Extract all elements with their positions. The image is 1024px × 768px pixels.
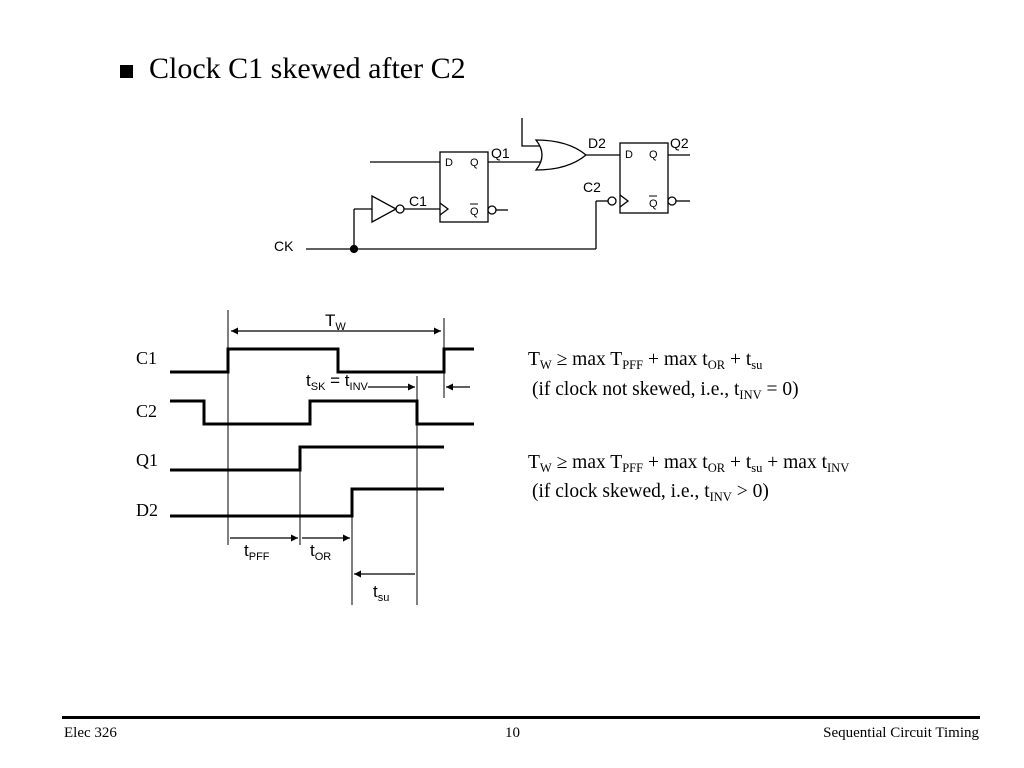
d2-label: D2: [588, 135, 606, 151]
ff2-qbar-bubble: [667, 196, 677, 206]
c2-label: C2: [583, 179, 601, 195]
signal-label-c1: C1: [136, 348, 157, 368]
note-unskewed: (if clock not skewed, i.e., tINV = 0): [532, 379, 799, 402]
timing-diagram: C1 C2 Q1 D2: [136, 310, 474, 605]
footer-page-number: 10: [505, 725, 520, 741]
ff2-qbar-label: Q: [649, 198, 658, 210]
waveform-c2: [170, 399, 474, 426]
title-row: Clock C1 skewed after C2: [120, 52, 466, 86]
ff2-clock-bubble: [607, 196, 617, 206]
slide-title: Clock C1 skewed after C2: [149, 52, 466, 85]
bullet-square-icon: [120, 64, 133, 78]
signal-label-c2: C2: [136, 401, 157, 421]
footer-divider: [62, 716, 980, 719]
equation-unskewed: TW ≥ max TPFF + max tOR + tsu: [528, 349, 763, 372]
ff1-q-label: Q: [470, 157, 479, 169]
ff1-clock-triangle: [439, 202, 450, 216]
note-skewed: (if clock skewed, i.e., tINV > 0): [532, 481, 769, 504]
footer-course: Elec 326: [64, 725, 117, 741]
waveform-d2: [170, 487, 444, 518]
tor-label: tOR: [310, 541, 331, 563]
footer-topic: Sequential Circuit Timing: [823, 725, 979, 741]
tpff-label: tPFF: [244, 541, 270, 563]
ff1-d-label: D: [445, 157, 453, 169]
circuit-diagram: [306, 118, 690, 254]
ck-label: CK: [274, 238, 294, 254]
or-input-wire: [521, 118, 540, 147]
inverter-gate: [371, 194, 398, 224]
tw-label: TW: [325, 311, 346, 333]
waveform-c1: [170, 347, 474, 374]
flipflop-1: [439, 151, 489, 223]
flipflop-2: [619, 142, 669, 214]
c1-label: C1: [409, 193, 427, 209]
q1-label: Q1: [491, 145, 510, 161]
ff2-d-label: D: [625, 149, 633, 161]
waveform-q1: [170, 445, 444, 472]
inverter-bubble: [395, 204, 405, 214]
ff2-q-label: Q: [649, 149, 658, 161]
ff1-qbar-label: Q: [470, 206, 479, 218]
ff1-qbar-bubble: [487, 205, 497, 215]
q2-label: Q2: [670, 135, 689, 151]
signal-label-q1: Q1: [136, 450, 158, 470]
ff2-clock-triangle: [619, 194, 630, 208]
signal-label-d2: D2: [136, 500, 158, 520]
equation-skewed: TW ≥ max TPFF + max tOR + tsu + max tINV: [528, 452, 850, 475]
circuit-labels: CK C1 Q1 D2 C2 Q2 D Q Q D Q Q: [274, 135, 689, 254]
tsk-label: tSK = tINV: [306, 371, 369, 393]
tsu-label: tsu: [373, 582, 389, 604]
or-gate: [534, 139, 588, 171]
